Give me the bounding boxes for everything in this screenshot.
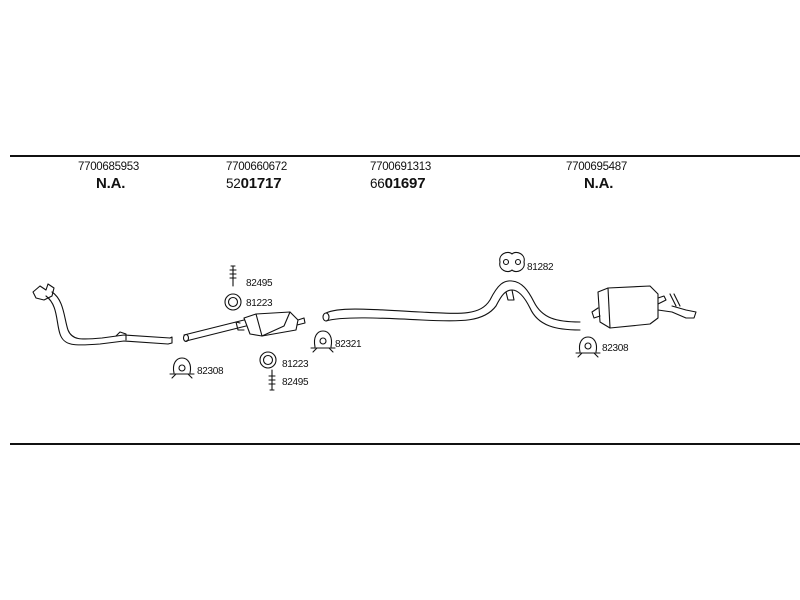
ref-prefix-2: 52 (226, 176, 241, 191)
oe-number-3: 7700691313 (370, 161, 431, 173)
ref-number-1: N.A. (96, 175, 125, 192)
ref-number-4: N.A. (584, 175, 613, 192)
ref-main-2: 01717 (240, 175, 282, 192)
callout-82495-upper: 82495 (246, 278, 273, 289)
clamp-icon-mid (310, 330, 336, 353)
ref-number-3: 6601697 (370, 175, 426, 192)
top-divider-line (10, 155, 800, 157)
clamp-icon-left (169, 357, 195, 379)
ring-icon-upper (224, 293, 242, 311)
intermediate-pipe (322, 280, 581, 331)
ref-prefix-3: 66 (370, 176, 385, 191)
callout-81282-hanger: 81282 (527, 262, 554, 273)
oe-number-2: 7700660672 (226, 161, 287, 173)
bottom-divider-line (10, 443, 800, 445)
front-pipe (32, 283, 173, 346)
callout-82321-mid: 82321 (335, 339, 362, 350)
ref-number-2: 5201717 (226, 175, 282, 192)
bolt-icon-lower (268, 369, 276, 391)
callout-82308-right: 82308 (602, 343, 629, 354)
oe-number-1: 7700685953 (78, 161, 139, 173)
oe-number-4: 7700695487 (566, 161, 627, 173)
callout-82308-left: 82308 (197, 366, 224, 377)
ref-main-1: N.A. (96, 175, 126, 192)
ref-main-3: 01697 (384, 175, 426, 192)
rear-silencer (591, 285, 697, 329)
bolt-icon-upper (229, 265, 237, 287)
callout-81223-upper: 81223 (246, 298, 273, 309)
clamp-icon-right (575, 336, 601, 358)
callout-82495-lower: 82495 (282, 377, 309, 388)
centre-silencer (182, 311, 306, 343)
callout-81223-lower: 81223 (282, 359, 309, 370)
ref-main-4: N.A. (584, 175, 614, 192)
ring-icon-lower (259, 351, 277, 369)
rubber-hanger-icon (499, 251, 525, 273)
